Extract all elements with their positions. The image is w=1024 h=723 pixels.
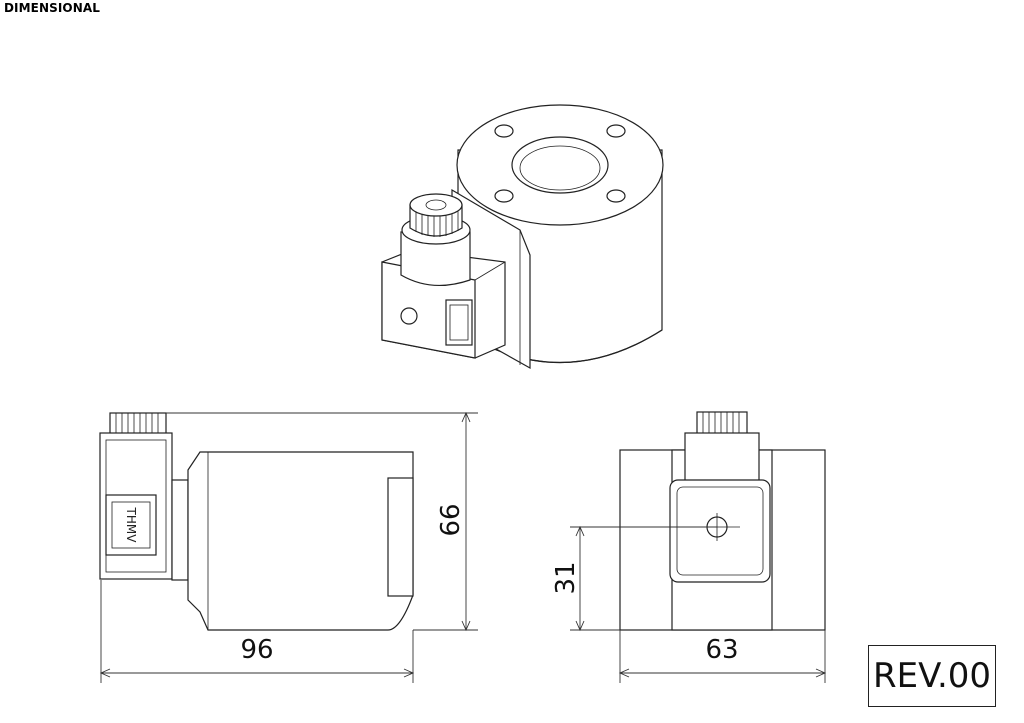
end-view: [619, 411, 826, 631]
center-height-value: 31: [551, 561, 581, 594]
dimension-length: 96: [99, 580, 415, 683]
brand-label: THMV: [124, 507, 138, 544]
sheet-title: DIMENSIONAL: [4, 1, 100, 15]
dimension-height: 66: [166, 411, 478, 632]
revision-box: REV.00: [868, 645, 996, 707]
isometric-view: [381, 104, 664, 370]
width-value: 63: [705, 635, 738, 665]
length-value: 96: [240, 635, 273, 665]
dimension-width: 63: [618, 630, 827, 683]
height-value: 66: [436, 503, 466, 536]
dimension-center-height: 31: [551, 525, 717, 632]
side-view: THMV: [99, 412, 414, 631]
revision-label: REV.00: [872, 656, 992, 696]
